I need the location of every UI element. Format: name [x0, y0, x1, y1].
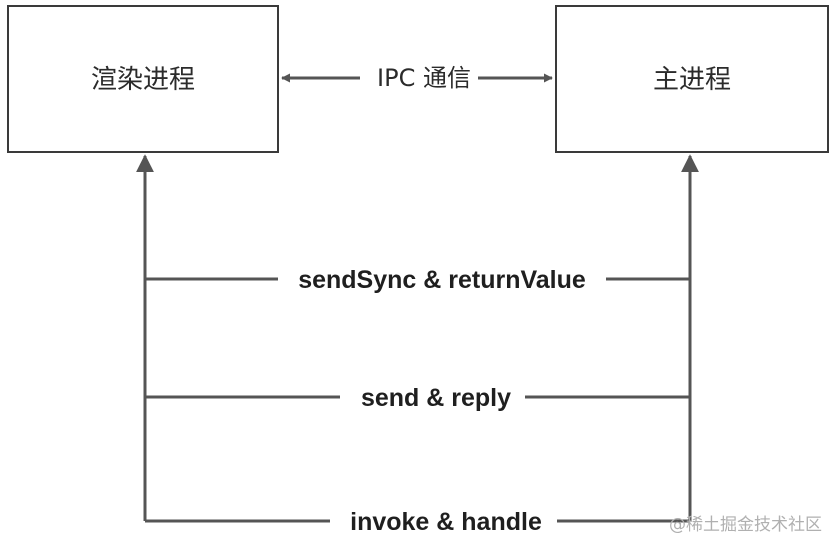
method-label: invoke & handle [350, 508, 542, 536]
method-invoke-handle: invoke & handle [145, 508, 690, 536]
main-process-label: 主进程 [653, 65, 731, 95]
method-send-reply: send & reply [145, 384, 690, 412]
method-sendsync-returnvalue: sendSync & returnValue [145, 266, 690, 294]
watermark: @稀土掘金技术社区 [669, 515, 822, 535]
renderer-process-label: 渲染进程 [91, 65, 195, 95]
ipc-connector: IPC 通信 [281, 64, 553, 92]
renderer-process-box [7, 5, 279, 153]
main-process-node: 主进程 [555, 5, 829, 153]
method-label: sendSync & returnValue [298, 266, 586, 294]
main-process-box [555, 5, 829, 153]
renderer-process-node: 渲染进程 [7, 5, 279, 153]
method-label: send & reply [361, 384, 511, 412]
ipc-label: IPC 通信 [377, 64, 471, 92]
